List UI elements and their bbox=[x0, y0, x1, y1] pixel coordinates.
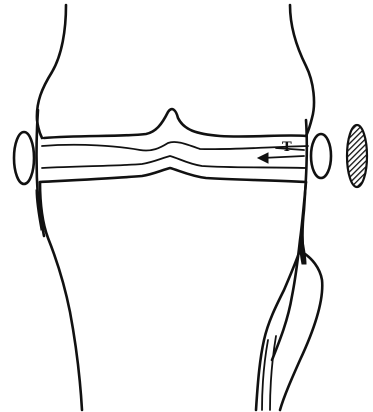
medial-meniscus-oval bbox=[14, 132, 34, 184]
tension-label: T bbox=[282, 140, 292, 155]
femur bbox=[37, 5, 314, 138]
lateral-ligament-thickening bbox=[300, 236, 306, 264]
fibula-shaft-line-inner bbox=[270, 336, 276, 410]
femur-right-edge bbox=[290, 5, 314, 136]
femur-left-edge bbox=[37, 5, 66, 138]
femur-condyle-notch bbox=[44, 109, 306, 138]
tibia bbox=[40, 182, 306, 410]
fibula-lateral-edge bbox=[280, 252, 322, 410]
collateral-ligaments bbox=[36, 110, 307, 264]
femoral-articular-surface bbox=[42, 142, 308, 151]
tibia-left-edge bbox=[40, 182, 82, 410]
lateral-collateral-ligament bbox=[303, 120, 307, 258]
hatched-pressure-marker bbox=[347, 125, 367, 187]
tension-indicator: T bbox=[258, 140, 304, 163]
tibia-right-edge bbox=[272, 182, 306, 360]
tension-arrow-head bbox=[258, 153, 268, 163]
lateral-meniscus-oval bbox=[311, 134, 331, 178]
fibula bbox=[256, 250, 322, 410]
tibial-plateau bbox=[40, 168, 306, 182]
